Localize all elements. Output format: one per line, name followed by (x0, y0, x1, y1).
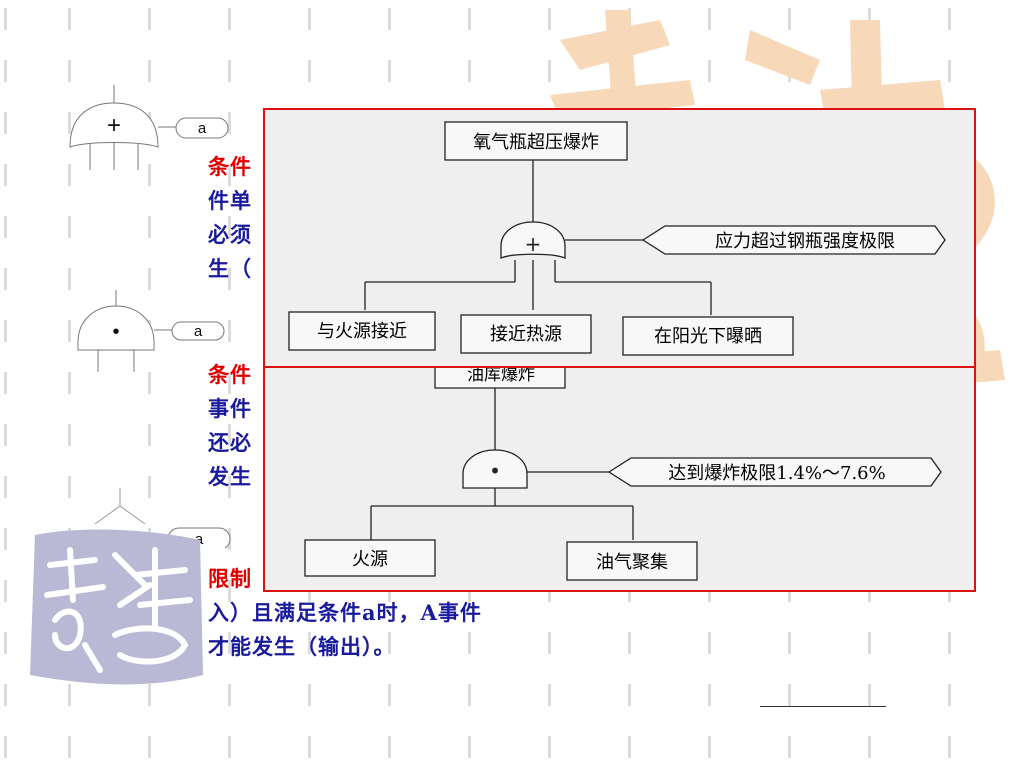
diagram2-and-symbol: • (489, 459, 501, 483)
text-block-inhibit: 限制 入）且满足条件a时，A事件 才能发生（输出）。 (208, 562, 482, 664)
input-oil-gas-accumulation: 油气聚集 (596, 552, 668, 573)
seal-logo (30, 529, 203, 685)
or-line-4: 生（ (208, 256, 252, 281)
or-gate-condition: a (198, 120, 207, 137)
and-heading: 条件 (208, 362, 252, 387)
or-gate-icon: + a (69, 85, 229, 170)
and-line-2: 事件 (208, 396, 252, 421)
input-event-1: 与火源接近 (317, 321, 407, 342)
diagram-and-example: 油库爆炸 • 达到爆炸极限1.4%～7.6% 火源 油气聚集 (263, 366, 976, 592)
and-gate-icon: • a (77, 290, 225, 372)
top-event-partial-label: 油库爆炸 (467, 368, 535, 385)
text-block-and: 条件 事件 还必 发生 (208, 358, 252, 494)
or-heading: 条件 (208, 154, 252, 179)
footer-divider (760, 706, 886, 707)
text-block-or: 条件 件单 必须 生（ (208, 150, 252, 286)
inhibit-gate-condition: a (195, 531, 204, 548)
input-fire-source: 火源 (352, 549, 388, 570)
and-line-4: 发生 (208, 464, 252, 489)
inhibit-line-2: 入）且满足条件a时，A事件 (208, 600, 482, 625)
diagram-or-example: 氧气瓶超压爆炸 + 应力超过钢瓶强度极限 与火源接近 接近热源 在阳光下曝晒 (263, 108, 976, 370)
top-event-label: 氧气瓶超压爆炸 (473, 132, 599, 153)
input-event-3: 在阳光下曝晒 (654, 326, 762, 347)
inhibit-heading: 限制 (208, 566, 252, 591)
and-line-3: 还必 (208, 430, 252, 455)
or-line-2: 件单 (208, 188, 252, 213)
diagram1-or-symbol: + (525, 232, 542, 256)
and-gate-symbol: • (112, 321, 119, 343)
and-gate-condition: a (194, 323, 203, 340)
explosion-limit-condition: 达到爆炸极限1.4%～7.6% (668, 463, 885, 484)
input-event-2: 接近热源 (490, 324, 562, 345)
inhibit-line-3: 才能发生（输出）。 (208, 634, 396, 659)
condition-label: 应力超过钢瓶强度极限 (715, 231, 895, 252)
or-line-3: 必须 (208, 222, 252, 247)
or-gate-symbol: + (107, 112, 121, 139)
